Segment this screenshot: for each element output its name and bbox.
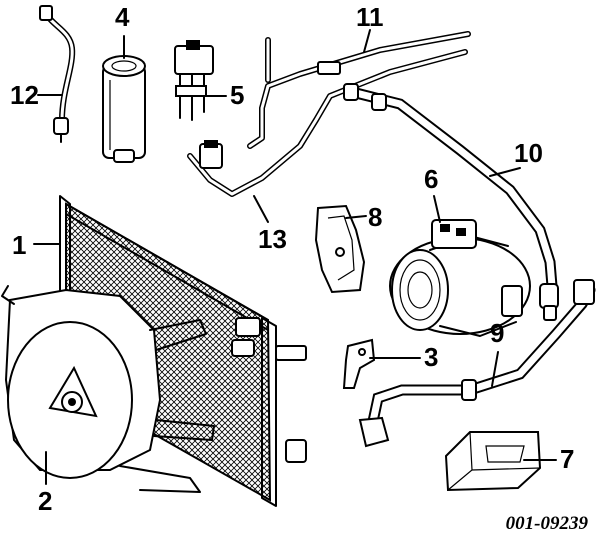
callout-8: 8 (368, 202, 383, 232)
callout-7: 7 (560, 444, 575, 474)
part-1-condenser (59, 195, 307, 507)
callout-2: 2 (38, 486, 53, 516)
part-4-receiver-drier (102, 55, 146, 163)
callout-6: 6 (424, 164, 439, 194)
callout-5: 5 (230, 80, 245, 110)
callout-9: 9 (490, 318, 505, 348)
part-3-bracket (342, 338, 376, 389)
reference-code: 001-09239 (505, 513, 588, 534)
callout-10: 10 (514, 138, 543, 168)
part-9-discharge-hose (358, 279, 596, 448)
callout-4: 4 (115, 2, 130, 32)
part-5-valve-bracket (174, 40, 214, 121)
part-7-bracket (444, 431, 542, 492)
part-8-bracket (314, 204, 366, 294)
part-12-pressure-line (39, 5, 76, 143)
part-10-suction-hose (343, 83, 559, 321)
part-2-fan-shroud (1, 285, 215, 493)
callout-11: 11 (356, 2, 384, 32)
callout-12: 12 (10, 80, 39, 110)
part-6-compressor (389, 219, 531, 337)
callout-3: 3 (424, 342, 439, 372)
callout-1: 1 (12, 230, 27, 260)
part-11-13-pipes (187, 31, 471, 197)
callout-13: 13 (258, 224, 287, 254)
leader-lines (33, 29, 557, 485)
